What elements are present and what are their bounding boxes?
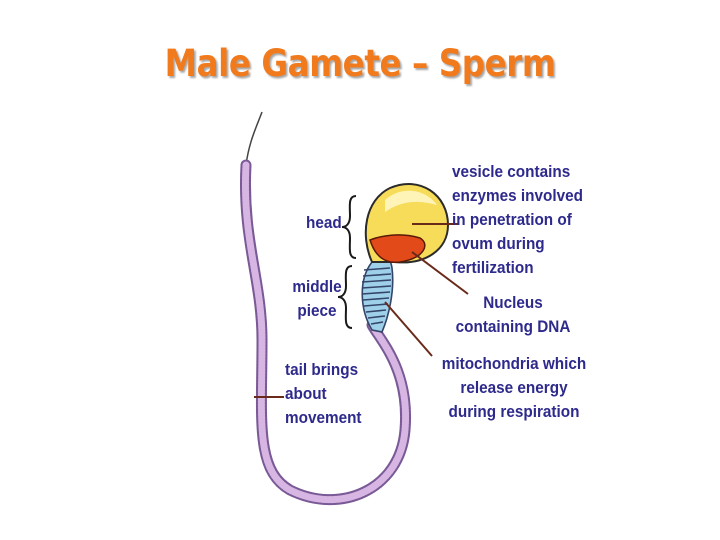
mito-pointer <box>384 301 433 357</box>
nucleus-pointer <box>411 251 469 295</box>
middle-piece-brace <box>337 265 353 329</box>
label-vesicle-line5: fertilization <box>452 258 534 277</box>
label-tail-line1: tail brings <box>285 360 359 379</box>
label-head-text: head <box>306 213 342 232</box>
label-mito-line1: mitochondria which <box>441 354 587 373</box>
label-nucleus-line2: containing DNA <box>455 317 571 336</box>
acrosome-highlight <box>385 190 437 212</box>
label-vesicle-line2: enzymes involved <box>452 186 583 205</box>
middle-piece <box>361 255 394 333</box>
label-vesicle-line1: vesicle contains <box>452 162 571 181</box>
sperm-tail-fill <box>241 161 410 504</box>
head-brace <box>341 195 357 259</box>
label-head: head <box>306 211 342 235</box>
label-tail-line2: about <box>285 384 327 403</box>
sperm-head <box>364 182 450 264</box>
label-tail: tail brings about movement <box>285 358 362 430</box>
nucleus <box>369 234 426 264</box>
label-mito-line2: release energy <box>460 378 568 397</box>
label-vesicle-line4: ovum during <box>452 234 545 253</box>
label-middle-piece-line1: middle <box>292 277 342 296</box>
label-tail-line3: movement <box>285 408 362 427</box>
tail-end <box>245 111 263 166</box>
label-nucleus-line1: Nucleus <box>483 293 543 312</box>
label-vesicle-line3: in penetration of <box>452 210 572 229</box>
label-nucleus: Nucleus containing DNA <box>446 291 581 339</box>
label-mitochondria: mitochondria which release energy during… <box>437 352 592 424</box>
label-mito-line3: during respiration <box>448 402 580 421</box>
label-vesicle: vesicle contains enzymes involved in pen… <box>452 160 583 280</box>
page-title: Male Gamete – Sperm <box>164 42 556 85</box>
label-middle-piece: middle piece <box>286 275 349 323</box>
label-middle-piece-line2: piece <box>297 301 337 320</box>
